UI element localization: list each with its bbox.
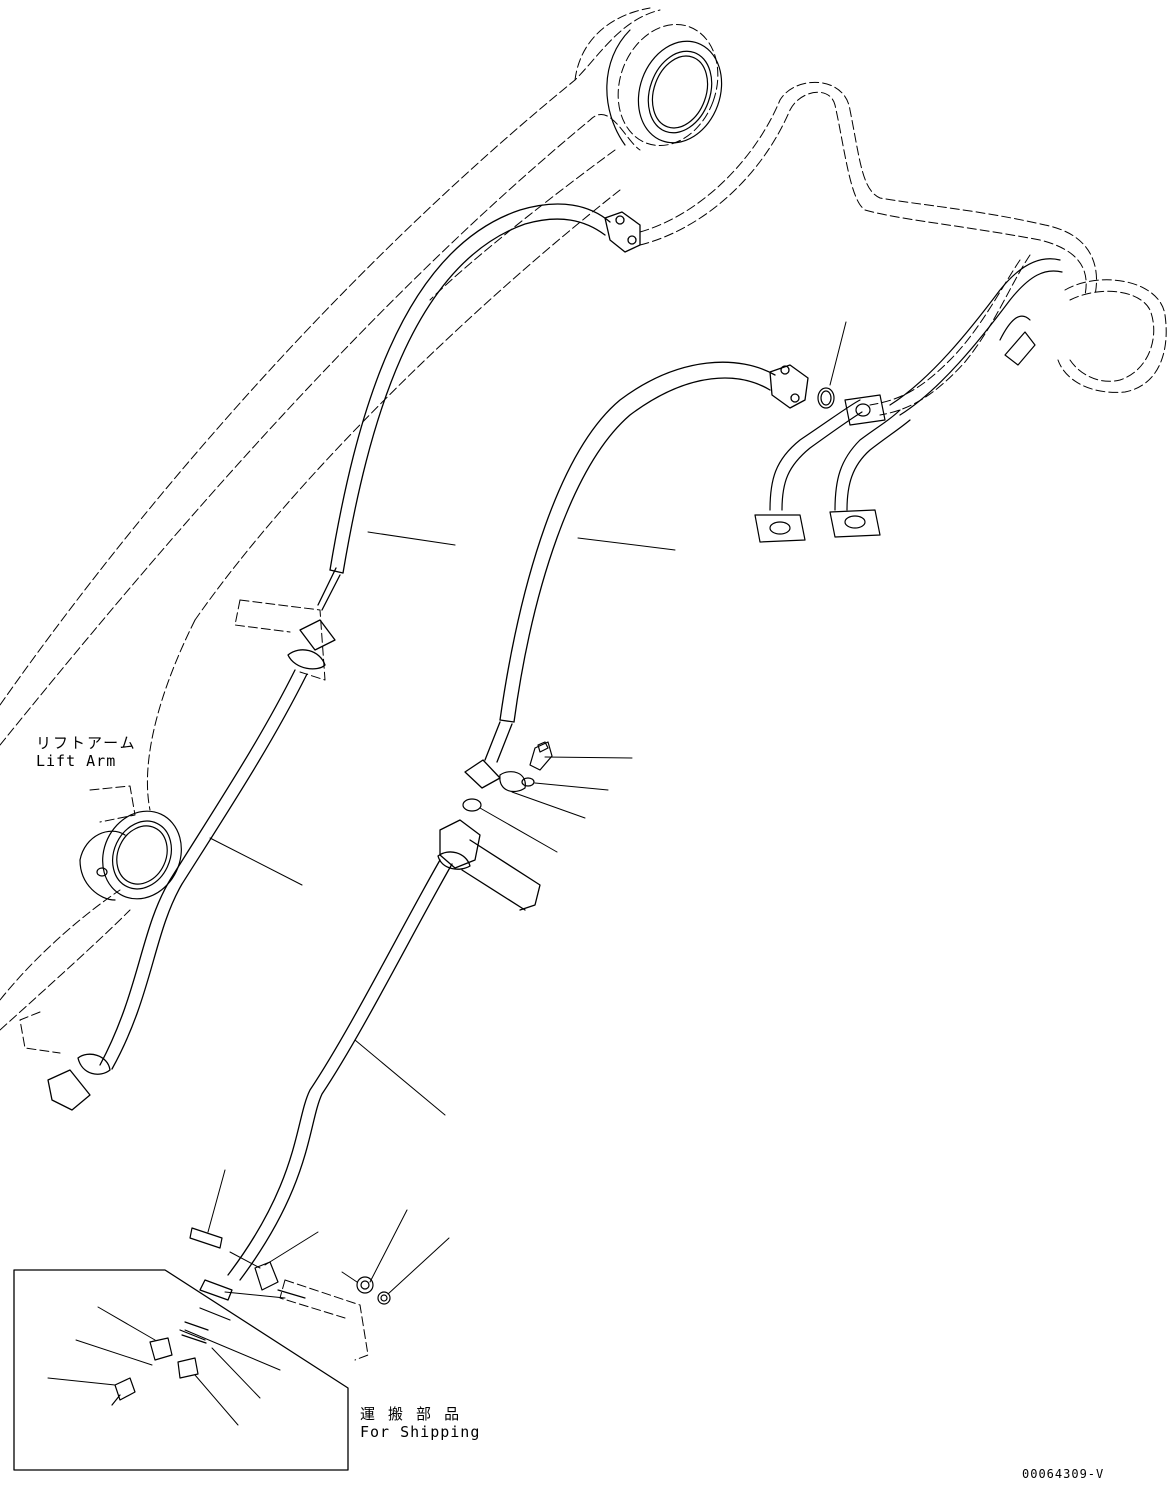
hose-lower xyxy=(464,361,809,789)
hose-upper xyxy=(287,203,641,670)
lift-arm-label-jp: リフトアーム xyxy=(36,734,137,752)
upper-boss xyxy=(606,29,723,146)
shipping-parts-box xyxy=(13,1269,349,1471)
lift-arm-outline xyxy=(0,7,1167,1361)
tube-left xyxy=(47,669,308,1111)
drawing-code: 00064309-V xyxy=(1022,1467,1105,1481)
tube-center xyxy=(199,819,541,1301)
shipping-label-en: For Shipping xyxy=(360,1423,481,1441)
shipping-label-jp: 運 搬 部 品 xyxy=(360,1405,462,1423)
small-parts xyxy=(111,387,835,1406)
lift-arm-label-en: Lift Arm xyxy=(36,752,117,770)
manifold-pipes xyxy=(754,258,1063,543)
lower-boss xyxy=(79,810,182,901)
leader-lines xyxy=(47,321,847,1426)
